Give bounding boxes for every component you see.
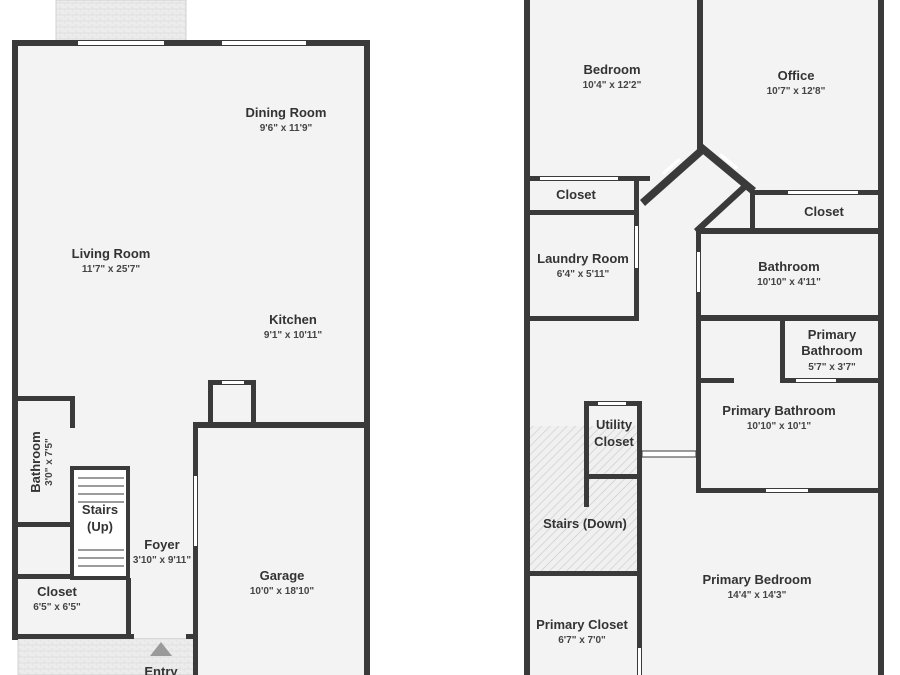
closet-left-label: Closet [556, 187, 596, 202]
office-label: Office [778, 68, 815, 83]
primary-bedroom-label: Primary Bedroom [702, 572, 811, 587]
primary-closet-label: Primary Closet [536, 617, 628, 632]
dining-room-label: Dining Room [246, 105, 327, 120]
stairs-up-label: Stairs [82, 502, 118, 517]
foyer-label: Foyer [144, 537, 179, 552]
living-room-label: Living Room [72, 246, 151, 261]
primary-bathroom-small-label: Primary [808, 327, 857, 342]
bathroom-label: Bathroom [28, 431, 43, 492]
office-dims: 10'7" x 12'8" [767, 86, 826, 97]
rear-patio [55, 0, 187, 43]
utility-closet-sublabel: Closet [594, 434, 634, 449]
living-room-dims: 11'7" x 25'7" [82, 264, 140, 275]
utility-closet-label: Utility [596, 417, 633, 432]
entry-label: Entry [144, 664, 178, 675]
primary-bathroom-small-dims: 5'7" x 3'7" [808, 362, 856, 373]
primary-bathroom-label: Primary Bathroom [722, 403, 835, 418]
laundry-room-label: Laundry Room [537, 251, 629, 266]
kitchen-dims: 9'1" x 10'11" [264, 330, 322, 341]
dining-room-dims: 9'6" x 11'9" [260, 123, 313, 134]
stairs-up-sublabel: (Up) [87, 519, 113, 534]
primary-bedroom-dims: 14'4" x 14'3" [728, 590, 787, 601]
primary-closet-dims: 6'7" x 7'0" [558, 635, 606, 646]
stairs-down-label: Stairs (Down) [543, 516, 627, 531]
closet-dims: 6'5" x 6'5" [33, 602, 81, 613]
bedroom-label: Bedroom [583, 62, 640, 77]
second-floor-plan: Bedroom 10'4" x 12'2" Office 10'7" x 12'… [524, 0, 884, 675]
garage-label: Garage [260, 568, 305, 583]
primary-bathroom-small-sublabel: Bathroom [801, 343, 862, 358]
entry-arrow-icon [150, 642, 172, 656]
kitchen-label: Kitchen [269, 312, 317, 327]
bathroom-dims: 3'0" x 7'5" [44, 438, 55, 486]
bedroom-dims: 10'4" x 12'2" [583, 80, 642, 91]
stairs-down-hatch [529, 426, 637, 572]
garage-dims: 10'0" x 18'10" [250, 586, 315, 597]
closet-label: Closet [37, 584, 77, 599]
bathroom-upstairs-label: Bathroom [758, 259, 819, 274]
front-entry-porch [17, 637, 195, 675]
bathroom-upstairs-dims: 10'10" x 4'11" [757, 277, 821, 288]
foyer-dims: 3'10" x 9'11" [133, 555, 191, 566]
closet-right-label: Closet [804, 204, 844, 219]
laundry-room-dims: 6'4" x 5'11" [557, 269, 610, 280]
primary-bathroom-dims: 10'10" x 10'1" [747, 421, 812, 432]
first-floor-plan: Dining Room 9'6" x 11'9" Living Room 11'… [12, 0, 370, 675]
